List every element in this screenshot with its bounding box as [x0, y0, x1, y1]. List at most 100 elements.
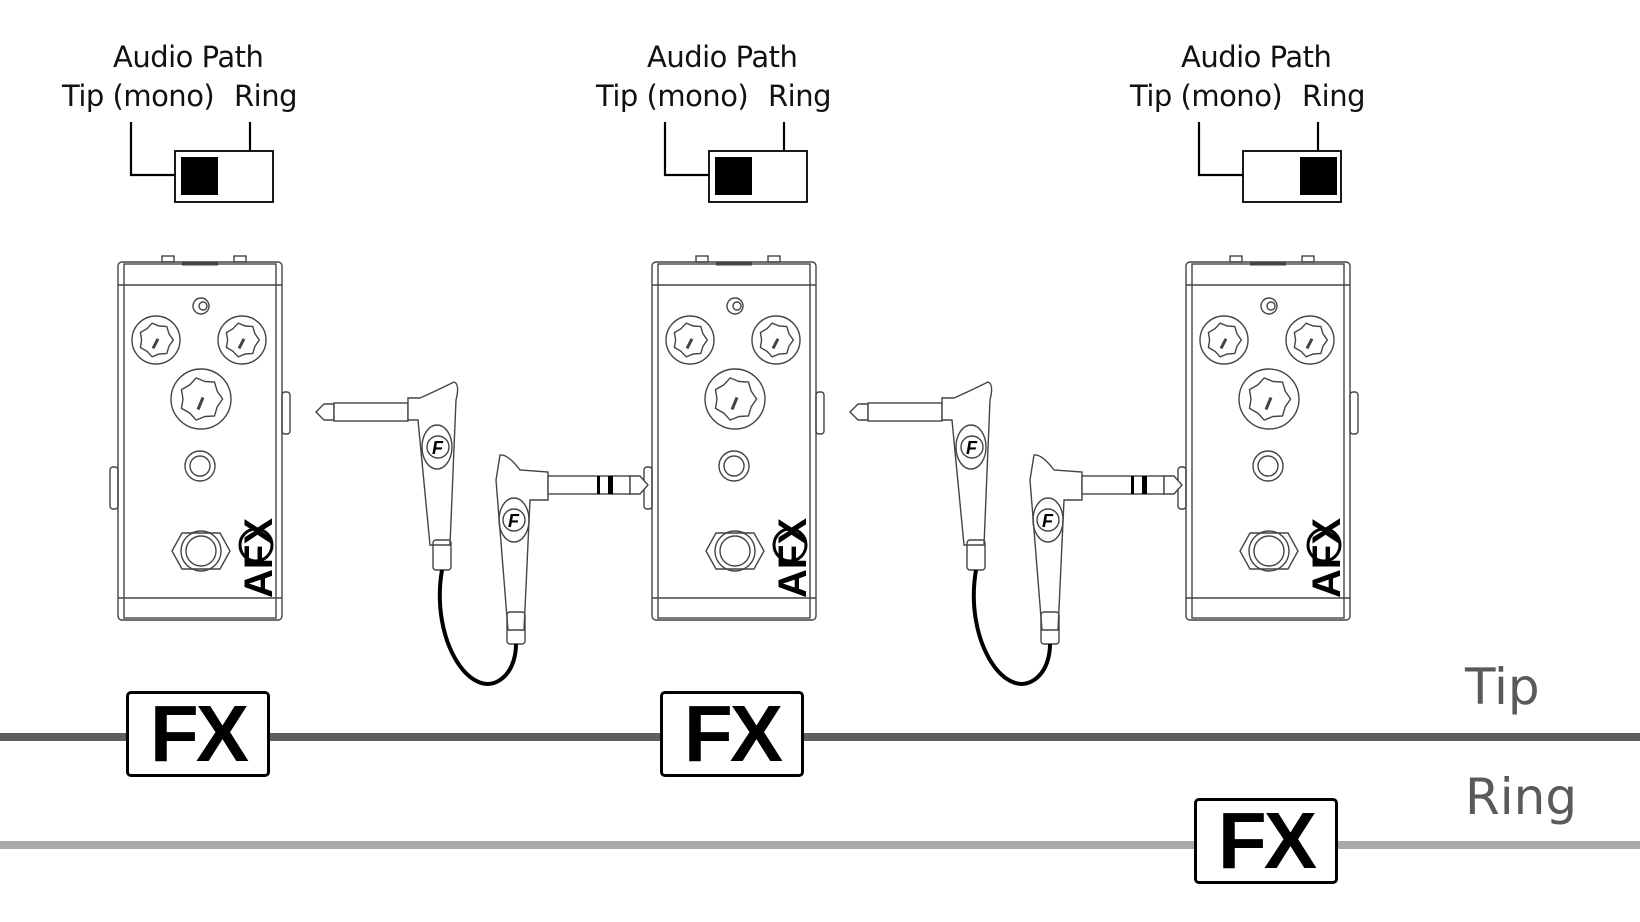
dc-jack-left [695, 255, 709, 263]
f-logo-text: F [1042, 511, 1054, 531]
tip-line-label: Tip [1465, 658, 1540, 716]
plug-shaft [867, 402, 943, 422]
pedal-outer-body [117, 261, 283, 621]
unit-2-ring-label: Ring [768, 79, 832, 113]
f-logo-text: F [508, 511, 520, 531]
knob-cap [673, 322, 709, 358]
pedal-outer-body [651, 261, 817, 621]
unit-1-ring-label: Ring [234, 79, 298, 113]
footswitch-cap [185, 535, 217, 567]
tip-leader-line [129, 122, 175, 177]
knob-cap [714, 377, 758, 421]
afx-logo-text: AFX [771, 518, 815, 598]
plug-shaft [547, 475, 631, 495]
dc-jack-left [1229, 255, 1243, 263]
afx-pedal: AFX [109, 255, 291, 621]
knob-pointer [1305, 338, 1314, 350]
knob-right-icon [751, 315, 801, 365]
knob-pointer [1264, 396, 1273, 411]
cable-wire [971, 569, 1052, 686]
mode-button [723, 455, 745, 477]
knob-pointer [730, 396, 739, 411]
mode-button-ring [184, 450, 216, 482]
knob-cap [225, 322, 261, 358]
knob-ring [1238, 368, 1300, 430]
plug-body [407, 381, 459, 546]
plug-shaft [333, 402, 409, 422]
knob-right-icon [217, 315, 267, 365]
dc-jack-left [161, 255, 175, 263]
knob-cap [180, 377, 224, 421]
knob-ring [665, 315, 715, 365]
unit-3-graphics: AFX [1177, 122, 1359, 621]
f-logo-icon [426, 435, 450, 459]
pedal-outer-body [1185, 261, 1351, 621]
knob-ring [704, 368, 766, 430]
mode-button-ring [1252, 450, 1284, 482]
plug-badge [421, 424, 453, 470]
ring-line-label: Ring [1465, 768, 1578, 826]
footswitch-icon [714, 530, 756, 572]
fx-label: FX [149, 689, 249, 778]
knob-main-icon [1238, 368, 1300, 430]
plug-badge [955, 424, 987, 470]
f-logo-icon [502, 508, 526, 532]
afx-logo-circle [772, 527, 808, 563]
knob-left-icon [665, 315, 715, 365]
knob-ring [1285, 315, 1335, 365]
plug-badge [498, 497, 530, 543]
unit-2-audio-path-title: Audio Path [647, 40, 798, 74]
knob-pointer [771, 338, 780, 350]
f-logo-icon [1036, 508, 1060, 532]
plug-badge [1032, 497, 1064, 543]
unit-1-tip-label: Tip (mono) [62, 79, 215, 113]
dc-jack-right [233, 255, 247, 263]
plug-shaft [1081, 475, 1165, 495]
led-lens [1266, 301, 1276, 311]
knob-main-icon [170, 368, 232, 430]
dc-jack-right [767, 255, 781, 263]
afx-pedal: AFX [643, 255, 825, 621]
unit-2-tip-label: Tip (mono) [596, 79, 749, 113]
knob-ring [217, 315, 267, 365]
footswitch-icon [180, 530, 222, 572]
plug-body [1029, 454, 1083, 631]
led-icon [1260, 297, 1278, 315]
knob-left-icon [1199, 315, 1249, 365]
tip-leader-line [663, 122, 709, 177]
patch-cable-1: FF [315, 381, 649, 686]
unit-1-graphics: AFX [109, 122, 291, 621]
output-jack [281, 391, 291, 435]
switch-actuator [715, 157, 752, 195]
footswitch-nut [171, 532, 231, 570]
knob-cap [759, 322, 795, 358]
knob-pointer [685, 338, 694, 350]
mode-button-ring [718, 450, 750, 482]
fx-label: FX [1217, 796, 1317, 885]
unit-3-ring-label: Ring [1302, 79, 1366, 113]
led-lens [198, 301, 208, 311]
patch-cable-2: FF [849, 381, 1183, 686]
plug-ring-band [597, 476, 600, 494]
knob-pointer [151, 338, 160, 350]
knob-right-icon [1285, 315, 1335, 365]
f-logo-icon [960, 435, 984, 459]
knob-left-icon [131, 315, 181, 365]
afx-logo-text: AFX [1305, 518, 1349, 598]
input-jack [109, 466, 119, 510]
knob-pointer [196, 396, 205, 411]
knob-ring [751, 315, 801, 365]
footswitch-nut [705, 532, 765, 570]
dc-jack-right [1301, 255, 1315, 263]
plug-tip [629, 475, 649, 495]
knob-cap [139, 322, 175, 358]
afx-logo-text: AFX [237, 518, 281, 598]
tip-leader-line [1197, 122, 1243, 177]
plug-body [495, 454, 549, 631]
unit-2-fx-box-tip: FX [660, 691, 804, 777]
fx-label: FX [683, 689, 783, 778]
mode-button [189, 455, 211, 477]
unit-3-audio-path-title: Audio Path [1181, 40, 1332, 74]
